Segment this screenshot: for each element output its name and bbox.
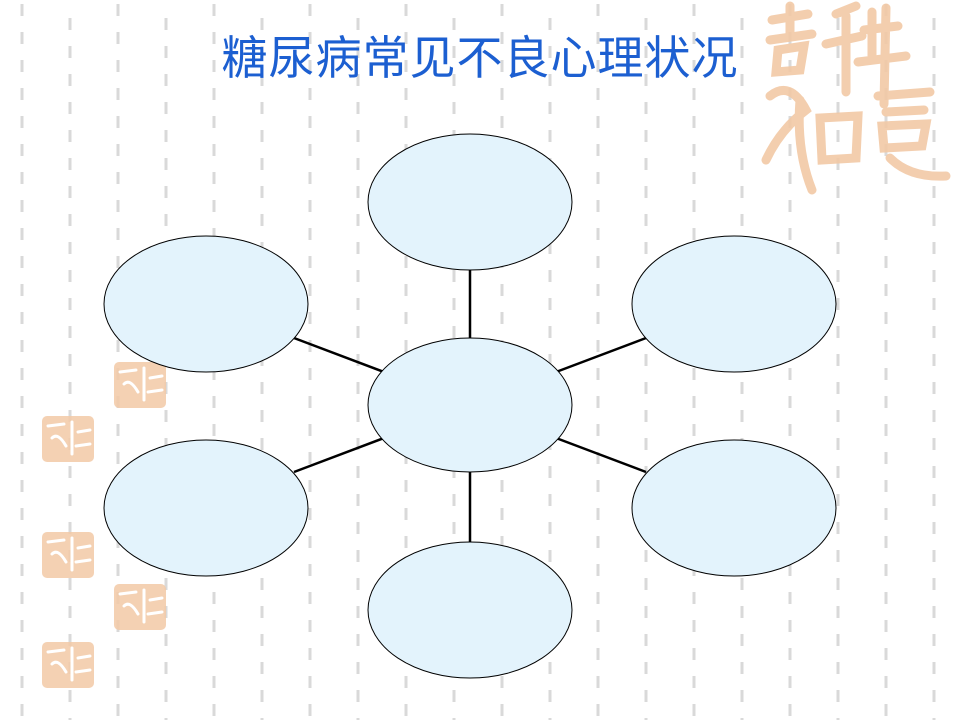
connector-lower-left <box>293 436 385 474</box>
connector-upper-left <box>293 336 385 374</box>
node-center <box>367 337 573 473</box>
slide-title: 糖尿病常见不良心理状况 <box>221 31 739 85</box>
node-lower-right <box>631 439 837 577</box>
node-upper-left <box>103 235 309 373</box>
node-lower-left <box>103 439 309 577</box>
small-seal-stamp <box>42 642 94 688</box>
small-seal-stamp <box>114 584 166 630</box>
node-top <box>367 133 573 271</box>
small-seal-stamp <box>42 532 94 578</box>
small-seal-stamp <box>42 416 94 462</box>
node-upper-right <box>631 235 837 373</box>
small-seal-stamp <box>114 362 166 408</box>
large-seal-logo <box>761 1 951 195</box>
node-bottom <box>367 541 573 679</box>
connector-upper-right <box>555 336 647 374</box>
connector-lower-right <box>555 436 647 474</box>
